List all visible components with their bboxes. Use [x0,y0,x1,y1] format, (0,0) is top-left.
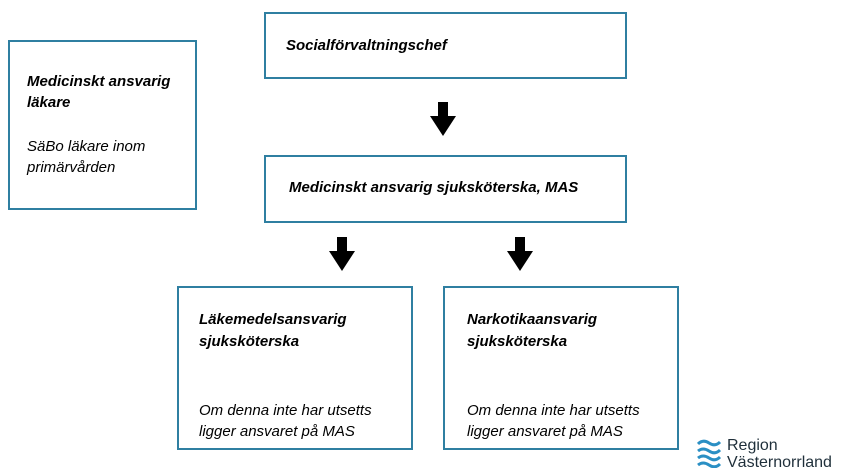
box-medication-nurse: Läkemedelsansvarig sjuksköterska Om denn… [177,286,413,450]
social-chief-title: Socialförvaltningschef [286,37,447,54]
medication-nurse-title-1: Läkemedelsansvarig [199,311,347,328]
arrow-down-icon [507,237,533,271]
medication-nurse-title-2: sjuksköterska [199,333,300,350]
medical-doctor-sub-2: primärvården [27,159,116,176]
logo-text-line-2: Västernorrland [727,454,832,471]
narcotics-nurse-sub-1: Om denna inte har utsetts [467,402,640,419]
box-mas: Medicinskt ansvarig sjuksköterska, MAS [264,155,627,223]
medication-nurse-sub-2: ligger ansvaret på MAS [199,423,355,440]
region-logo: Region Västernorrland [697,436,847,471]
narcotics-nurse-sub-2: ligger ansvaret på MAS [467,423,623,440]
medical-doctor-sub-1: SäBo läkare inom [27,138,146,155]
box-social-chief: Socialförvaltningschef [264,12,627,79]
box-narcotics-nurse: Narkotikaansvarig sjuksköterska Om denna… [443,286,679,450]
medical-doctor-title-2: läkare [27,94,71,111]
medical-doctor-title-1: Medicinskt ansvarig [27,73,171,90]
region-logo-icon [697,439,721,468]
logo-text-line-1: Region [727,437,778,454]
narcotics-nurse-title-2: sjuksköterska [467,333,568,350]
arrow-down-icon [329,237,355,271]
narcotics-nurse-title-1: Narkotikaansvarig [467,311,598,328]
mas-title: Medicinskt ansvarig sjuksköterska, MAS [289,179,579,196]
box-medical-doctor: Medicinskt ansvarig läkare SäBo läkare i… [8,40,197,210]
medication-nurse-sub-1: Om denna inte har utsetts [199,402,372,419]
arrow-down-icon [430,102,456,136]
